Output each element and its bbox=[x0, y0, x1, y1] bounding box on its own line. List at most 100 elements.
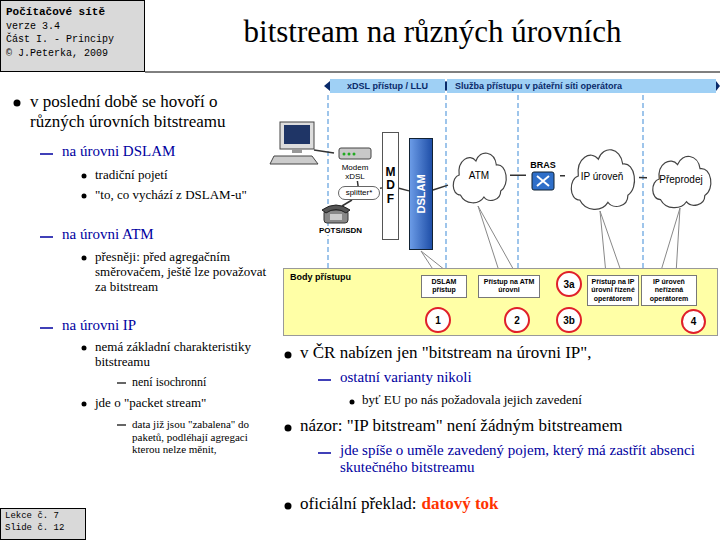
dash bbox=[117, 424, 126, 425]
phone-keys bbox=[330, 214, 342, 220]
slide-title: bitstream na různých úrovních bbox=[150, 14, 715, 50]
bullet-text: "to, co vychází z DSLAM-u" bbox=[95, 188, 260, 203]
bullet-text: tradiční pojetí bbox=[95, 168, 265, 183]
bullet bbox=[82, 194, 87, 199]
callout-number: 3b bbox=[556, 307, 582, 333]
node-text: Slide č. 12 bbox=[5, 523, 81, 535]
wire bbox=[342, 200, 352, 206]
header-rule bbox=[145, 72, 720, 73]
node-text: 2 bbox=[514, 315, 520, 326]
callout-number: 2 bbox=[504, 307, 530, 333]
bullet-text: není isochronní bbox=[132, 376, 272, 390]
zone-divider bbox=[445, 95, 447, 268]
node-text: 3a bbox=[563, 279, 574, 290]
phone-icon bbox=[322, 205, 350, 223]
computer-icon bbox=[270, 122, 318, 164]
zone-bar: Služba přístupu v páteřní síti operátora bbox=[447, 79, 716, 93]
node-text: IP úroveň neřízená operátorem bbox=[644, 278, 694, 303]
callout-wedge bbox=[600, 211, 622, 274]
wire-connector bbox=[433, 185, 448, 190]
cloud-shape bbox=[571, 150, 634, 210]
bullet-text: ostatní varianty nikoli bbox=[340, 369, 700, 386]
node-text: MDF bbox=[385, 166, 397, 206]
footer-box: Lekce č. 7Slide č. 12 bbox=[0, 508, 86, 540]
highlight-text: datový tok bbox=[422, 494, 499, 514]
bullet bbox=[285, 352, 292, 359]
node-text: DSLAM přístup bbox=[424, 278, 464, 295]
wire bbox=[314, 150, 334, 153]
dash bbox=[318, 379, 331, 381]
bullet-text: názor: "IP bitstream" není žádným bitstr… bbox=[300, 416, 715, 436]
atm-cloud: ATM bbox=[448, 145, 510, 205]
bullet-text: na úrovni ATM bbox=[62, 226, 262, 243]
router-cross bbox=[537, 176, 549, 186]
node-text: Počítačové sítě bbox=[6, 5, 139, 20]
monitor bbox=[280, 122, 314, 149]
node-text: Lekce č. 7 bbox=[5, 511, 81, 523]
node-text: 4 bbox=[691, 316, 697, 327]
zone-bar: xDSL přístup / LLU bbox=[330, 79, 445, 93]
phone-handset bbox=[322, 205, 350, 213]
access-point-box: Přístup na IP úrovni řízené operátorem bbox=[587, 275, 639, 306]
bullet bbox=[285, 503, 292, 510]
access-band: Body přístupuDSLAM přístupPřístup na ATM… bbox=[283, 268, 718, 336]
ip-cloud: IP úroveň bbox=[565, 140, 639, 212]
node-text: Přístup na ATM úrovni bbox=[481, 278, 537, 295]
modem-led bbox=[348, 153, 351, 156]
dash bbox=[40, 327, 53, 329]
bullet bbox=[82, 346, 87, 351]
node-text: DSLAM bbox=[415, 174, 427, 213]
router-body bbox=[532, 172, 554, 190]
wire-connector bbox=[399, 188, 409, 191]
bullet-text: v poslední době se hovoří o různých úrov… bbox=[30, 92, 268, 131]
node-text: 3b bbox=[563, 315, 575, 326]
callout-wedge bbox=[660, 208, 680, 274]
header-box: Počítačové sítěverze 3.4Část I. - Princi… bbox=[0, 0, 145, 72]
callout-number: 3a bbox=[556, 271, 582, 297]
zone-divider bbox=[327, 95, 329, 268]
node-text: xDSL přístup / LLU bbox=[330, 79, 445, 93]
dash bbox=[40, 236, 53, 238]
wire-connector bbox=[639, 177, 647, 179]
node-text: ATM bbox=[469, 170, 489, 181]
node-text: splitter* bbox=[339, 187, 379, 199]
bullet-text: jde spíše o uměle zavedený pojem, který … bbox=[340, 442, 710, 477]
bullet-text: na úrovni IP bbox=[62, 317, 262, 334]
bullet-text: v ČR nabízen jen "bitstream na úrovni IP… bbox=[300, 343, 715, 363]
bullet bbox=[82, 256, 87, 261]
mdf-box: MDF bbox=[382, 132, 399, 240]
node-text: 1 bbox=[435, 315, 441, 326]
screen bbox=[284, 125, 310, 144]
callout-number: 4 bbox=[681, 309, 706, 334]
bras-router: BRAS bbox=[526, 160, 560, 191]
callout-wedges bbox=[421, 206, 680, 274]
bullet-text: jde o "packet stream" bbox=[95, 396, 267, 411]
wire-connector bbox=[560, 175, 565, 177]
dash bbox=[318, 452, 331, 454]
wire-connector bbox=[510, 174, 526, 176]
node-text: Část I. - Principy bbox=[6, 33, 139, 47]
bullet bbox=[82, 402, 87, 407]
keyboard bbox=[270, 156, 318, 164]
dash bbox=[40, 153, 53, 155]
modem-box: Modem xDSL bbox=[331, 145, 379, 181]
bullet bbox=[285, 425, 292, 432]
zone-divider bbox=[642, 95, 644, 268]
node-text: Služba přístupu v páteřní síti operátora bbox=[455, 79, 716, 93]
bullet-text: nemá základní charakteristiky bitstreamu bbox=[95, 340, 267, 370]
access-point-box: Přístup na ATM úrovni bbox=[478, 275, 540, 298]
callout-wedge bbox=[478, 206, 516, 274]
access-point-box: DSLAM přístup bbox=[421, 275, 467, 298]
cloud-shape bbox=[653, 156, 711, 207]
dash bbox=[117, 382, 126, 383]
cloud-shape bbox=[453, 153, 506, 203]
bullet bbox=[350, 400, 355, 405]
bullet-text: přesněji: před agregačním směrovačem, je… bbox=[95, 250, 267, 295]
arrowhead bbox=[716, 81, 720, 91]
splitter-box: splitter* bbox=[338, 186, 380, 200]
monitor-stand bbox=[292, 149, 302, 153]
node-text: verze 3.4 bbox=[6, 20, 139, 34]
modem-led bbox=[353, 153, 356, 156]
zone-divider bbox=[517, 95, 519, 268]
